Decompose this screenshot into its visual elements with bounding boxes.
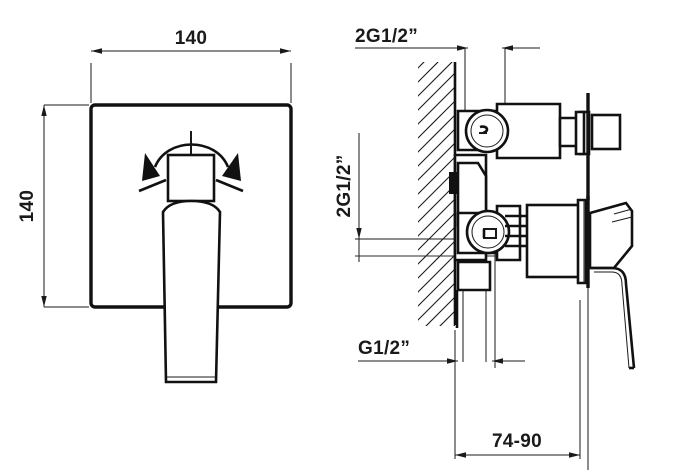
- spindle-square: [166, 153, 216, 203]
- side-lever-arm-outer: [590, 266, 636, 369]
- front-height-label: 140: [17, 190, 38, 223]
- front-width-dimension: 140: [90, 28, 292, 103]
- front-width-label: 140: [175, 28, 208, 49]
- rotation-arrow-left: [142, 153, 160, 181]
- lower-port-inner: [471, 215, 505, 249]
- side-thread-label: 2G1/2”: [334, 154, 355, 217]
- valve-body: [449, 93, 636, 470]
- upper-port-inner: [470, 114, 504, 148]
- side-lever-arm-inner: [594, 271, 630, 369]
- cartridge-block: [525, 203, 581, 279]
- wall-hatching: [418, 62, 455, 326]
- side-lever-line-1: [613, 208, 633, 215]
- projection-label: 74-90: [492, 431, 542, 452]
- tick-left: [138, 178, 167, 193]
- escutcheon-ring: [576, 198, 588, 285]
- projection-dimension: 74-90: [454, 300, 581, 459]
- outlet-thread-label: G1/2”: [358, 338, 410, 359]
- upper-stem-ring: [574, 110, 586, 156]
- upper-cap: [590, 113, 622, 151]
- lower-port-outer: [465, 209, 511, 255]
- rotation-indicator: [138, 131, 244, 193]
- top-thread-label: 2G1/2”: [355, 26, 418, 47]
- front-height-dimension: 140: [17, 104, 89, 308]
- side-lever-line-2: [611, 216, 633, 223]
- outlet-leg-block: [456, 260, 492, 292]
- cartridge-splines: [505, 214, 527, 248]
- top-thread-dimension: 2G1/2”: [355, 26, 540, 120]
- front-elevation-view: 140 140: [17, 28, 293, 384]
- outlet-thread-dimension: G1/2”: [358, 236, 525, 368]
- side-section-view: 2G1/2” 2G1/2” G1/2” 74-90: [334, 26, 636, 470]
- lever-handle: [161, 199, 222, 384]
- tick-right: [215, 178, 244, 193]
- rotation-arrow-right: [222, 153, 241, 181]
